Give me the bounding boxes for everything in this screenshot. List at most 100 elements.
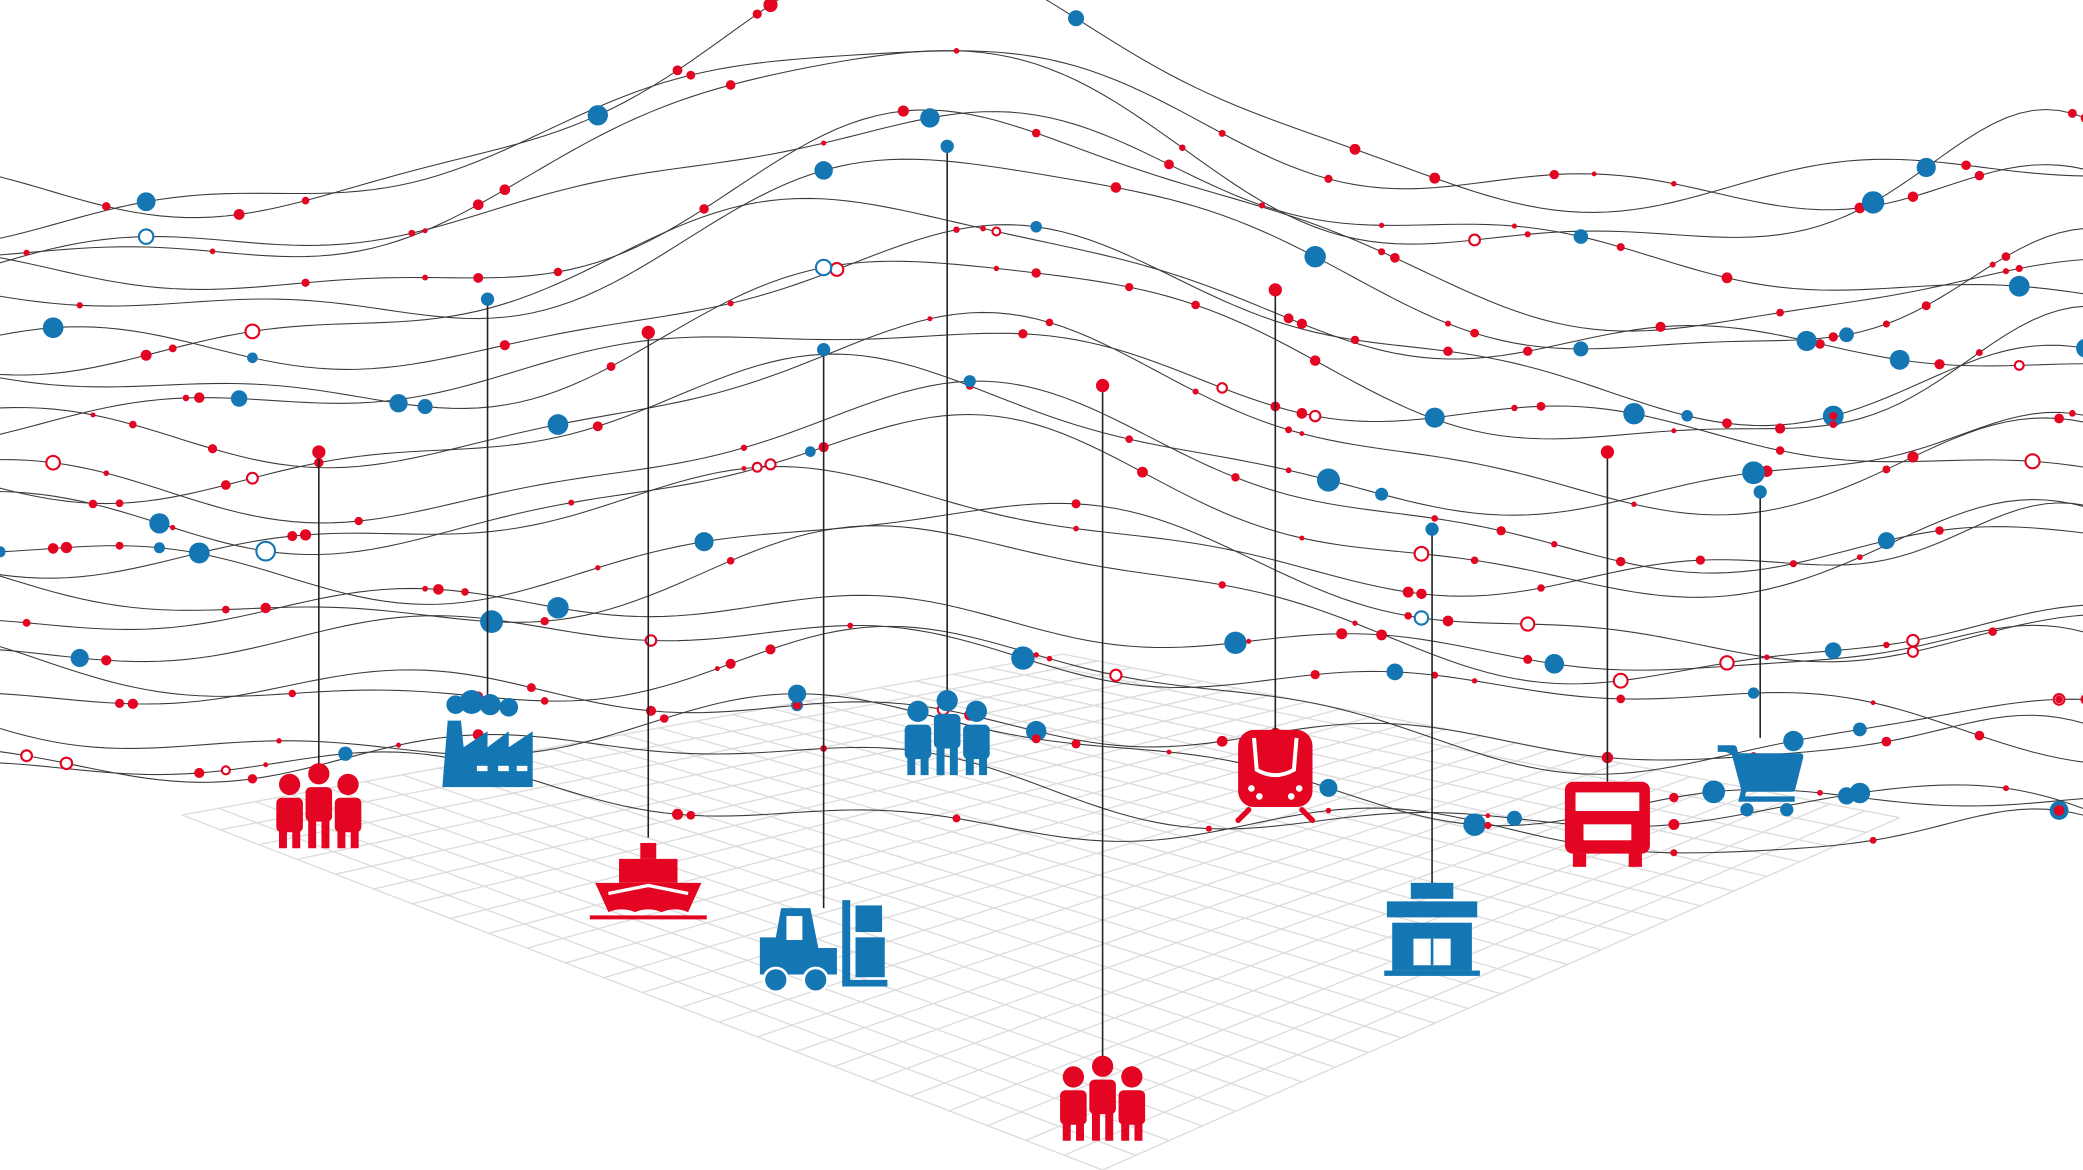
cargo-box: [855, 937, 885, 978]
hollow-data-point: [991, 226, 1002, 237]
data-point: [136, 192, 156, 212]
marker-pin: [442, 292, 533, 788]
data-point: [1310, 669, 1320, 680]
data-point: [1789, 560, 1797, 568]
data-point: [659, 714, 669, 723]
data-point: [2080, 694, 2083, 704]
data-point: [671, 808, 684, 820]
person-leg: [907, 756, 916, 776]
data-point: [42, 317, 64, 339]
data-point: [1191, 300, 1200, 310]
smoke-cloud: [499, 698, 519, 717]
people-icon: [276, 763, 362, 849]
data-point: [592, 421, 603, 432]
data-point: [765, 644, 776, 655]
data-point: [1352, 620, 1358, 626]
person-head: [965, 700, 988, 722]
grid-line: [989, 666, 1834, 848]
train-icon: [1235, 729, 1316, 823]
hollow-data-point: [1468, 233, 1482, 247]
data-point: [963, 375, 976, 388]
hollow-data-point: [255, 540, 277, 562]
data-point: [540, 617, 549, 626]
store-base: [1384, 970, 1480, 976]
data-point: [1989, 261, 1996, 268]
hollow-data-point: [1413, 610, 1430, 626]
data-point: [2080, 113, 2083, 123]
grid-line: [987, 796, 1796, 1127]
contour-line: [0, 625, 2083, 775]
data-point: [587, 105, 608, 126]
data-point: [1591, 171, 1597, 177]
contour-line: [0, 50, 2083, 239]
data-point: [1378, 222, 1385, 228]
data-point: [2008, 275, 2030, 297]
data-point: [1523, 654, 1533, 664]
data-point: [417, 399, 433, 415]
data-point: [260, 602, 271, 614]
data-point: [1573, 341, 1589, 357]
data-point: [606, 362, 616, 371]
factory-window: [516, 765, 528, 772]
data-point: [1668, 819, 1680, 830]
hollow-data-point: [2024, 453, 2041, 470]
data-point: [129, 420, 137, 429]
data-point: [1431, 515, 1439, 522]
data-point: [1402, 586, 1414, 598]
pin-node: [816, 343, 831, 357]
data-point: [952, 814, 961, 823]
data-point: [725, 658, 736, 669]
data-point: [1764, 654, 1770, 660]
person-body: [963, 724, 990, 760]
data-point: [1030, 220, 1042, 233]
data-point: [1324, 174, 1333, 183]
data-point: [70, 648, 89, 668]
factory-window: [476, 765, 488, 772]
data-point: [1616, 556, 1626, 567]
data-point: [993, 265, 1000, 272]
data-point: [302, 531, 309, 538]
data-point: [354, 516, 363, 526]
hollow-data-point: [764, 458, 777, 471]
contour-line: [0, 260, 2083, 440]
data-point: [233, 208, 245, 220]
hollow-data-point: [1906, 645, 1919, 658]
person-head: [1091, 1055, 1114, 1077]
people-icon: [1060, 1055, 1146, 1141]
person-body: [334, 797, 362, 833]
ship-hull: [595, 882, 702, 913]
contour-line: [0, 332, 2083, 468]
person-leg: [308, 819, 317, 849]
cart-basket: [1717, 745, 1804, 792]
data-point: [395, 742, 402, 748]
data-point: [1776, 308, 1784, 317]
data-point: [1655, 321, 1666, 332]
forklift-fork: [842, 979, 888, 987]
data-point: [338, 746, 353, 761]
data-point: [1839, 327, 1854, 343]
grid-line: [769, 707, 1635, 936]
pin-node: [1753, 485, 1767, 499]
data-points: [0, 0, 2083, 857]
pin-node: [312, 445, 326, 459]
forklift-body: [759, 908, 837, 975]
hollow-data-point: [829, 262, 845, 277]
wheel: [802, 966, 829, 994]
train-light: [1295, 785, 1303, 792]
contour-line: [0, 224, 2083, 427]
marker-pin: [759, 343, 888, 994]
person-body: [276, 797, 303, 833]
person-head: [278, 773, 301, 796]
data-point: [1747, 687, 1760, 699]
data-point: [194, 767, 205, 779]
data-point: [821, 140, 827, 146]
contour-line: [0, 466, 2083, 597]
data-point: [1537, 584, 1545, 592]
data-point: [247, 774, 258, 784]
train-light: [1256, 793, 1263, 800]
data-point: [1852, 722, 1867, 737]
data-point: [741, 466, 747, 471]
data-point: [1442, 615, 1454, 627]
data-point: [170, 524, 176, 531]
